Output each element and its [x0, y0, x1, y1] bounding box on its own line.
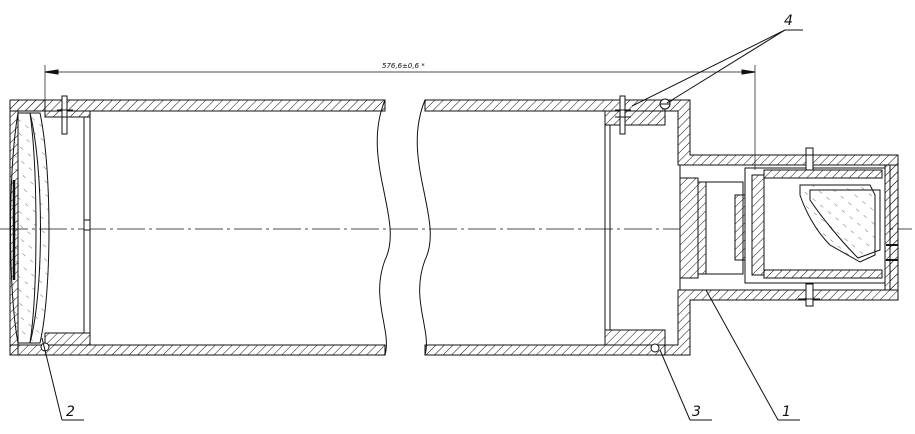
- dimension-line: [44, 65, 756, 170]
- callout-4: 4: [784, 13, 793, 29]
- leader-2: [41, 337, 84, 421]
- leader-1: [705, 289, 800, 421]
- tube-wall-top-right: [424, 99, 666, 112]
- screw-top-left: [57, 95, 73, 135]
- break-line-right: [416, 99, 431, 356]
- screw-eyepiece-top: [798, 147, 820, 171]
- callout-2: 2: [66, 404, 75, 420]
- screw-bottom-flange: [650, 343, 660, 353]
- front-inner-sleeve: [44, 110, 91, 346]
- callout-1: 1: [782, 404, 791, 420]
- break-line-left: [376, 99, 391, 356]
- eyepiece-assembly: [679, 167, 898, 284]
- tube-wall-bottom-left: [9, 344, 386, 356]
- callout-3: 3: [692, 404, 701, 420]
- dimension-label: 576,6±0,6 *: [382, 62, 425, 70]
- screw-eyepiece-bottom: [798, 283, 820, 307]
- leader-4: [631, 29, 803, 107]
- objective-lens: [10, 112, 50, 344]
- leader-3: [659, 349, 712, 421]
- screw-top-flange: [659, 98, 671, 110]
- tube-wall-bottom-right: [424, 344, 666, 356]
- screw-top-right: [615, 95, 631, 135]
- rear-inner-sleeve: [604, 110, 666, 346]
